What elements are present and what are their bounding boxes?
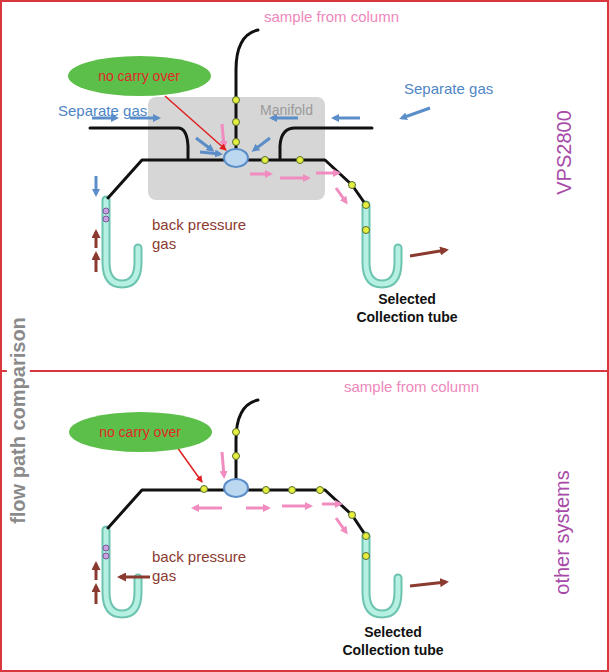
panel-title: other systems xyxy=(550,470,573,594)
manifold-label: Manifold xyxy=(260,102,313,118)
flow-label: sample from column xyxy=(344,378,479,395)
panel-title: VPS2800 xyxy=(552,110,575,195)
comparison-panel: VPS2800 Manifold no carry over xyxy=(0,0,609,372)
manifold-box: Manifold xyxy=(150,99,327,202)
gas-label: back pressure gas xyxy=(152,548,262,586)
gas-label: Separate gas xyxy=(58,102,147,119)
gas-label: Separate gas xyxy=(404,80,493,97)
gas-label: back pressure gas xyxy=(152,216,262,254)
side-title: flow path comparison xyxy=(7,314,30,527)
callout-text: no carry over xyxy=(99,424,181,440)
callout-ellipse: no carry over xyxy=(68,411,213,453)
tube-label: Selected Collection tube xyxy=(352,291,462,326)
comparison-panel: other systems no carry over xyxy=(0,370,609,672)
callout-text: no carry over xyxy=(98,68,180,84)
flow-label: sample from column xyxy=(264,8,399,25)
tube-label: Selected Collection tube xyxy=(338,624,448,659)
callout-ellipse: no carry over xyxy=(67,55,212,97)
